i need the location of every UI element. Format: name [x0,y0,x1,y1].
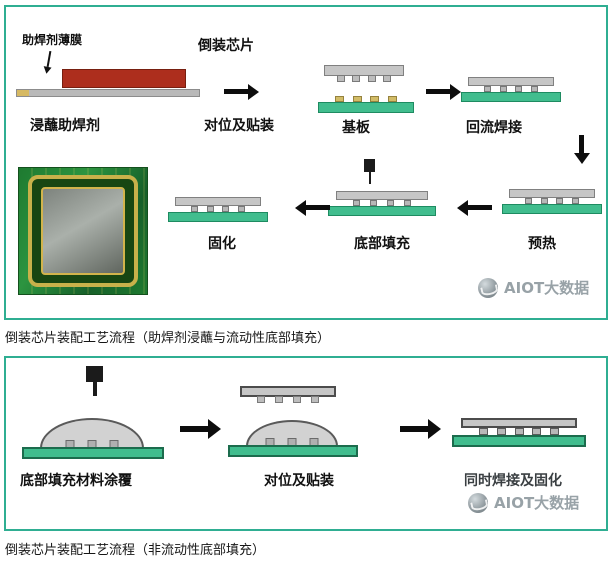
solder-bumps [182,206,254,212]
flip-chip-label: 倒装芯片 [198,38,254,54]
photo-die [41,187,125,275]
substrate-label: 基板 [342,120,370,136]
underfill-dome-diagram [246,420,338,446]
flux-plate-diagram [16,89,200,97]
chip-shape [335,191,429,200]
arrow-left-icon [306,205,330,210]
reflow-assembly-diagram [461,77,561,102]
aiot-logo-icon [478,277,498,298]
reflow-label: 回流焊接 [466,120,522,136]
watermark-text: AIOT大数据 [504,279,590,297]
solder-bumps [471,428,567,435]
dip-flux-label: 浸蘸助焊剂 [30,118,100,134]
align-place-label: 对位及贴装 [264,473,334,489]
chip-shape [240,386,336,397]
arrow-right-icon [426,89,450,94]
dispense-needle-icon [364,159,375,184]
arrow-down-icon [579,135,584,153]
align-place-label: 对位及贴装 [204,118,274,134]
substrate-shape [228,445,358,457]
diagram-panel-no-flow: 底部填充材料涂覆 对位及贴装 同时焊接及固化 AIOT大数据 [4,356,608,531]
substrate-diagram [318,96,414,113]
substrate-shape [168,212,268,222]
down-pointer-icon [46,50,52,68]
underfill-label: 底部填充 [354,236,410,252]
chip-shape [509,189,595,198]
substrate-shape [452,435,586,447]
preheat-label: 预热 [528,236,556,252]
flip-chip-diagram [324,65,404,82]
flux-film-label: 助焊剂薄膜 [22,33,83,47]
substrate-pads [327,96,406,102]
solder-bumps [516,198,588,204]
diagram2-caption: 倒装芯片装配工艺流程（非流动性底部填充） [5,543,266,558]
watermark: AIOT大数据 [468,492,579,513]
arrow-left-icon [468,205,492,210]
substrate-shape [502,204,602,214]
coat-label: 底部填充材料涂覆 [20,473,132,489]
chip-shape [461,418,577,428]
underfill-dome-diagram [40,418,144,448]
arrow-right-icon [224,89,248,94]
chip-shape [468,77,554,86]
chip-shape [175,197,261,206]
watermark: AIOT大数据 [478,277,589,298]
flip-chip-diagram [240,386,336,403]
solder-bumps [475,86,547,92]
diagram1-caption: 倒装芯片装配工艺流程（助焊剂浸蘸与流动性底部填充） [5,331,331,346]
preheat-assembly-diagram [502,189,602,214]
watermark-text: AIOT大数据 [494,494,580,512]
diagram-panel-fluxing: 助焊剂薄膜 浸蘸助焊剂 倒装芯片 对位及贴装 基板 回流焊接 [4,5,608,320]
solder-bumps [330,75,399,82]
solder-bumps [343,200,421,206]
cure-label: 固化 [208,236,236,252]
flip-chip-photo [18,167,148,295]
arrow-right-icon [180,426,208,432]
substrate-shape [318,102,414,113]
underfill-assembly-diagram [328,191,436,216]
substrate-shape [22,447,164,459]
arrow-right-icon [400,426,428,432]
substrate-shape [461,92,561,102]
solder-cure-label: 同时焊接及固化 [464,473,562,489]
cure-assembly-diagram [168,197,268,222]
aiot-logo-icon [468,492,488,513]
flux-film-diagram [62,69,186,88]
dispense-needle-icon [86,366,103,396]
substrate-shape [328,206,436,216]
solder-bumps [247,396,330,403]
chip-shape [324,65,404,76]
solder-cure-assembly-diagram [452,418,586,447]
